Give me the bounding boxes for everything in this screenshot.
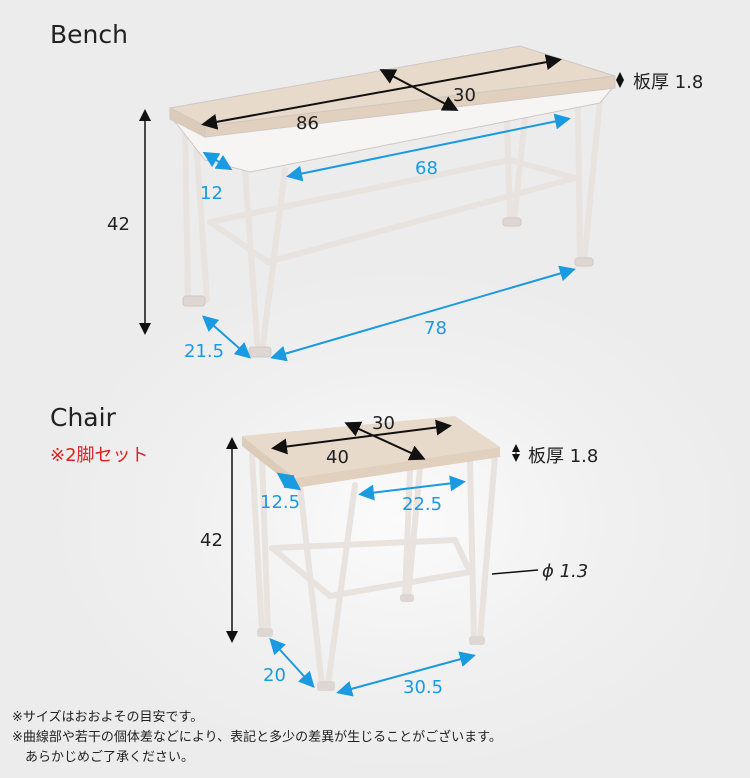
chair-height-label: 42: [200, 530, 223, 551]
bench-apron-depth-label: 12: [200, 183, 223, 204]
note-line: あらかじめご了承ください。: [12, 750, 195, 765]
chair-leg-span-width-label: 30.5: [403, 677, 444, 698]
bench-depth-label: 30: [453, 85, 476, 106]
bench-dimension-arrows: [139, 54, 624, 362]
note-line: ※サイズはおおよその目安です。: [12, 710, 204, 725]
chair-pipe-diameter-label: ϕ 1.3: [542, 561, 589, 582]
bench-leg-span-depth-label: 21.5: [184, 341, 225, 362]
chair-apron-depth-label: 12.5: [260, 492, 301, 513]
bench-illustration: [168, 45, 617, 358]
bench-leg-span-width-label: 78: [424, 318, 447, 339]
bench-inner-width-label: 68: [415, 158, 438, 179]
bench-width-label: 86: [296, 113, 319, 134]
note-line: ※曲線部や若干の個体差などにより、表記と多少の差異が生じることがございます。: [12, 730, 502, 745]
chair-inner-width-label: 22.5: [402, 494, 443, 515]
chair-depth-label: 30: [372, 413, 395, 434]
chair-width-label: 40: [326, 447, 349, 468]
bench-title: Bench: [50, 20, 128, 49]
chair-top-thickness-label: 板厚 1.8: [528, 446, 599, 467]
bench-height-label: 42: [107, 214, 130, 235]
chair-set-note: ※2脚セット: [50, 445, 149, 466]
chair-dimension-arrows: [226, 419, 539, 697]
disclaimer-notes: ※サイズはおおよその目安です。 ※曲線部や若干の個体差などにより、表記と多少の差…: [12, 708, 502, 768]
chair-title: Chair: [50, 403, 116, 432]
chair-leg-span-depth-label: 20: [263, 665, 286, 686]
bench-top-thickness-label: 板厚 1.8: [633, 72, 704, 93]
